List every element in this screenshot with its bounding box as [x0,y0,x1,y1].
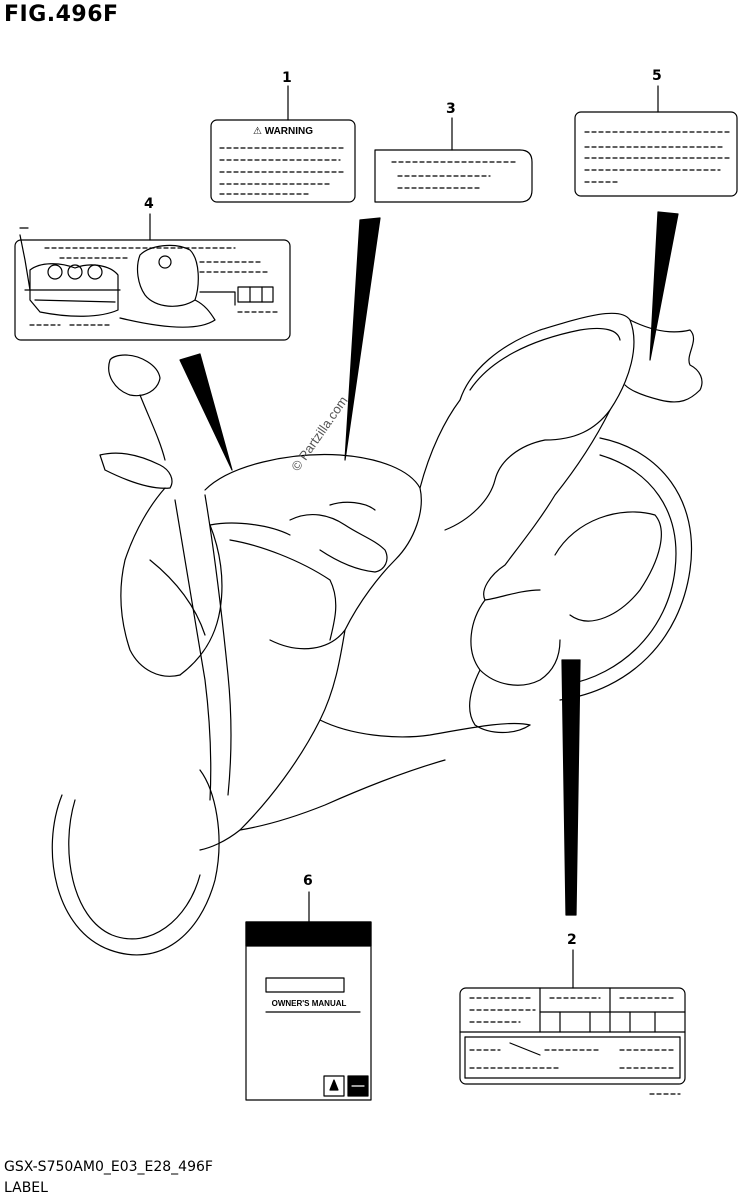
motorcycle-outline [51,312,703,956]
label-4-hose-routing [14,213,291,341]
label-5-frame [574,85,738,197]
label-2-information [459,949,686,1095]
callout-6: 6 [303,873,313,889]
figure-title: FIG.496F [4,2,119,27]
callout-1: 1 [282,70,292,86]
label-3-tank [374,117,533,203]
pointer-tank [344,217,381,461]
watermark: © Partzilla.com [288,393,351,473]
section-label: LABEL [4,1180,48,1196]
callout-4: 4 [144,196,154,212]
label-1-warning [210,85,356,203]
pointer-swingarm [561,659,581,916]
callout-2: 2 [567,932,577,948]
pointer-handlebar [179,353,233,471]
manual-title: OWNER'S MANUAL [272,999,347,1008]
owners-manual-6 [245,891,372,1101]
pointer-tail [649,211,679,361]
callout-5: 5 [652,68,662,84]
callout-3: 3 [446,101,456,117]
warning-heading: ⚠ WARNING [253,126,313,137]
figure-code: GSX-S750AM0_E03_E28_496F [4,1159,213,1175]
